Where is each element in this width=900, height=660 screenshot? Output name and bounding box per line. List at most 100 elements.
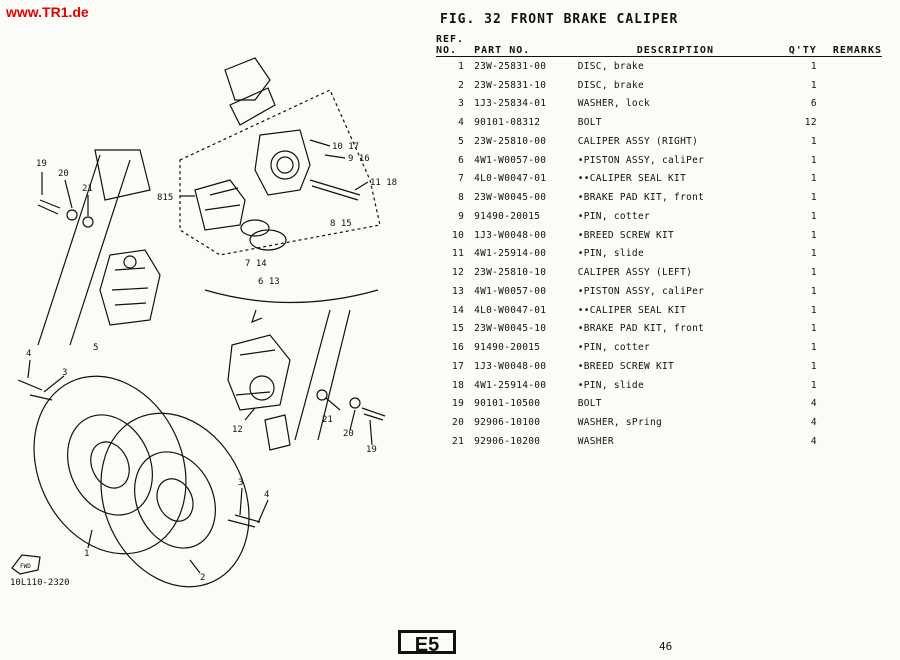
header-remarks: REMARKS	[832, 34, 882, 57]
cell-qty: 4	[810, 435, 817, 447]
callout-21-right: 21	[322, 415, 333, 425]
callout-8-15-left: 815	[157, 193, 173, 203]
cell-part-no: 23W-25831-00	[474, 60, 547, 72]
cell-remarks	[833, 376, 882, 395]
cell-part-no: 4W1-W0057-00	[474, 154, 547, 166]
header-part-no: PART NO.	[474, 34, 578, 57]
callout-7-14: 7 14	[245, 259, 267, 269]
fork-leg-right	[294, 309, 351, 441]
cell-qty: 4	[810, 417, 817, 429]
cell-remarks	[833, 357, 882, 376]
cell-remarks	[833, 301, 882, 320]
cell-ref-no: 16	[452, 342, 465, 354]
callout-9-16: 9 16	[348, 154, 370, 164]
cell-ref-no: 18	[452, 379, 465, 391]
cell-part-no: 1J3-25834-01	[474, 98, 547, 110]
cell-qty: 1	[810, 267, 817, 279]
cell-ref-no: 20	[452, 417, 465, 429]
callout-1: 1	[84, 549, 89, 559]
cell-description: •PIN, cotter	[577, 342, 650, 354]
cell-part-no: 4W1-25914-00	[474, 248, 547, 260]
cell-description: BOLT	[577, 117, 602, 129]
header-ref-no: REF. NO.	[436, 34, 475, 57]
cell-description: DISC, brake	[577, 79, 644, 91]
callout-3-left: 3	[62, 368, 67, 378]
cell-part-no: 91490-20015	[474, 342, 541, 354]
cell-ref-no: 13	[452, 285, 465, 297]
cell-remarks	[833, 132, 882, 151]
cell-description: •BRAKE PAD KIT, front	[577, 192, 705, 204]
cell-remarks	[833, 57, 882, 76]
cell-remarks	[833, 76, 882, 95]
cell-description: WASHER, sPring	[577, 417, 663, 429]
cell-qty: 1	[810, 323, 817, 335]
header-description: DESCRIPTION	[577, 34, 773, 57]
cell-remarks	[833, 320, 882, 339]
cell-ref-no: 5	[458, 135, 465, 147]
cell-description: •PIN, slide	[577, 248, 644, 260]
callout-2: 2	[200, 573, 205, 583]
cell-ref-no: 2	[458, 79, 465, 91]
cell-remarks	[833, 188, 882, 207]
cell-ref-no: 15	[452, 323, 465, 335]
cell-remarks	[833, 113, 882, 132]
cell-qty: 4	[810, 398, 817, 410]
cell-part-no: 23W-25810-00	[474, 135, 547, 147]
cell-description: BOLT	[577, 398, 602, 410]
cell-remarks	[833, 245, 882, 264]
cell-qty: 12	[804, 117, 817, 129]
cell-description: CALIPER ASSY (RIGHT)	[577, 135, 699, 147]
cell-description: DISC, brake	[577, 60, 644, 72]
cell-qty: 1	[810, 135, 817, 147]
cell-qty: 1	[810, 154, 817, 166]
cell-remarks	[833, 151, 882, 170]
cell-description: WASHER, lock	[577, 98, 650, 110]
cell-description: •BREED SCREW KIT	[577, 360, 675, 372]
cell-description: •PISTON ASSY, caliPer	[577, 154, 705, 166]
callout-4-right: 4	[264, 490, 269, 500]
cell-remarks	[833, 282, 882, 301]
cell-remarks	[833, 338, 882, 357]
cell-qty: 1	[810, 248, 817, 260]
table-row: 5 23W-25810-00 CALIPER ASSY (RIGHT) 1	[436, 132, 882, 151]
page-number: 46	[659, 640, 673, 653]
fwd-label: FWD	[20, 563, 31, 570]
cell-remarks	[833, 432, 882, 451]
cell-ref-no: 12	[452, 267, 465, 279]
cell-part-no: 92906-10100	[474, 417, 541, 429]
table-header-row: REF. NO. PART NO. DESCRIPTION Q'TY REMAR…	[436, 34, 882, 57]
cell-part-no: 90101-08312	[474, 117, 541, 129]
cell-description: •BREED SCREW KIT	[577, 229, 675, 241]
cell-ref-no: 1	[458, 60, 465, 72]
page-code-box: E5	[398, 630, 456, 656]
callout-11-18: 11 18	[370, 178, 397, 188]
cell-part-no: 92906-10200	[474, 435, 541, 447]
cell-remarks	[833, 413, 882, 432]
cell-part-no: 4L0-W0047-01	[474, 304, 547, 316]
cell-part-no: 23W-W0045-00	[474, 192, 547, 204]
callout-3-right: 3	[238, 478, 243, 488]
callout-6-13: 6 13	[258, 277, 280, 287]
cell-description: CALIPER ASSY (LEFT)	[577, 267, 693, 279]
parts-table: REF. NO. PART NO. DESCRIPTION Q'TY REMAR…	[436, 34, 882, 451]
callout-12: 12	[232, 425, 243, 435]
cell-ref-no: 14	[452, 304, 465, 316]
cell-ref-no: 7	[458, 173, 465, 185]
cell-part-no: 4W1-W0057-00	[474, 285, 547, 297]
cell-ref-no: 6	[458, 154, 465, 166]
cell-ref-no: 3	[458, 98, 465, 110]
cell-qty: 1	[810, 304, 817, 316]
fork-leg-left	[37, 154, 131, 346]
cell-qty: 1	[810, 285, 817, 297]
